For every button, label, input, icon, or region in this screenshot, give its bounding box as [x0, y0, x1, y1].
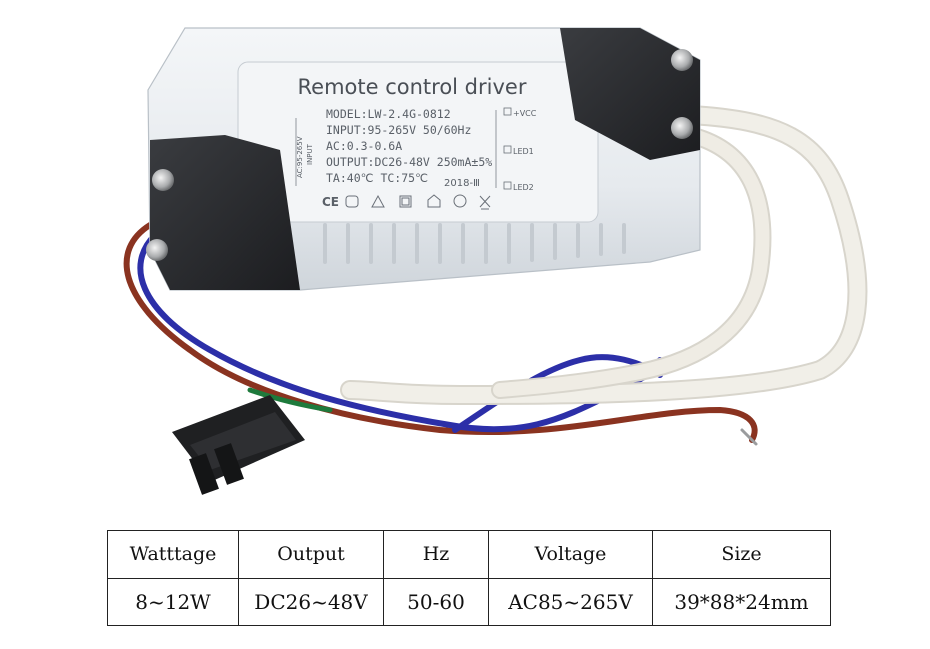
label-terminal-led1: LED1: [513, 147, 534, 156]
value-size: 39*88*24mm: [652, 577, 831, 626]
header-wattage: Watttage: [107, 530, 239, 579]
screw: [671, 49, 693, 71]
product-photo: Remote control driver MODEL:LW-2.4G-0812…: [123, 27, 868, 495]
label-title: Remote control driver: [298, 75, 527, 99]
screw: [671, 117, 693, 139]
label-input-word: INPUT: [306, 143, 314, 165]
certification-icons: [345, 194, 491, 210]
brown-wire: [123, 222, 758, 443]
header-voltage: Voltage: [488, 530, 653, 579]
spec-value-row: 8~12W DC26~48V 50-60 AC85~265V 39*88*24m…: [107, 577, 831, 626]
value-wattage: 8~12W: [107, 577, 239, 626]
spec-header-row: Watttage Output Hz Voltage Size: [107, 530, 831, 579]
header-hz: Hz: [383, 530, 489, 579]
label-line-current: AC:0.3-0.6A: [326, 139, 402, 153]
label-terminal-led2: LED2: [513, 183, 534, 192]
sleeved-cable: [340, 105, 868, 406]
header-output: Output: [238, 530, 384, 579]
value-output: DC26~48V: [238, 577, 384, 626]
value-voltage: AC85~265V: [488, 577, 653, 626]
label-line-temp: TA:40℃ TC:75℃: [326, 171, 428, 185]
green-wire: [247, 387, 333, 413]
label-terminal-vcc: +VCC: [513, 109, 537, 118]
label-input-side: AC:95-265V: [296, 136, 304, 178]
screw: [146, 239, 168, 261]
header-size: Size: [652, 530, 831, 579]
product-label: Remote control driver MODEL:LW-2.4G-0812…: [295, 75, 537, 210]
label-year: 2018-Ⅲ: [444, 178, 480, 189]
value-hz: 50-60: [383, 577, 489, 626]
connector-plug: [172, 395, 305, 495]
wire-tip: [740, 428, 758, 446]
label-ce-mark: CE: [322, 195, 339, 209]
label-line-model: MODEL:LW-2.4G-0812: [326, 107, 451, 121]
end-caps: [146, 28, 700, 290]
screw: [152, 169, 174, 191]
label-line-input: INPUT:95-265V 50/60Hz: [326, 123, 471, 137]
spec-table: Watttage Output Hz Voltage Size 8~12W DC…: [107, 530, 831, 626]
blue-wire-loop: [452, 354, 663, 433]
label-line-output: OUTPUT:DC26-48V 250mA±5%: [326, 155, 492, 169]
